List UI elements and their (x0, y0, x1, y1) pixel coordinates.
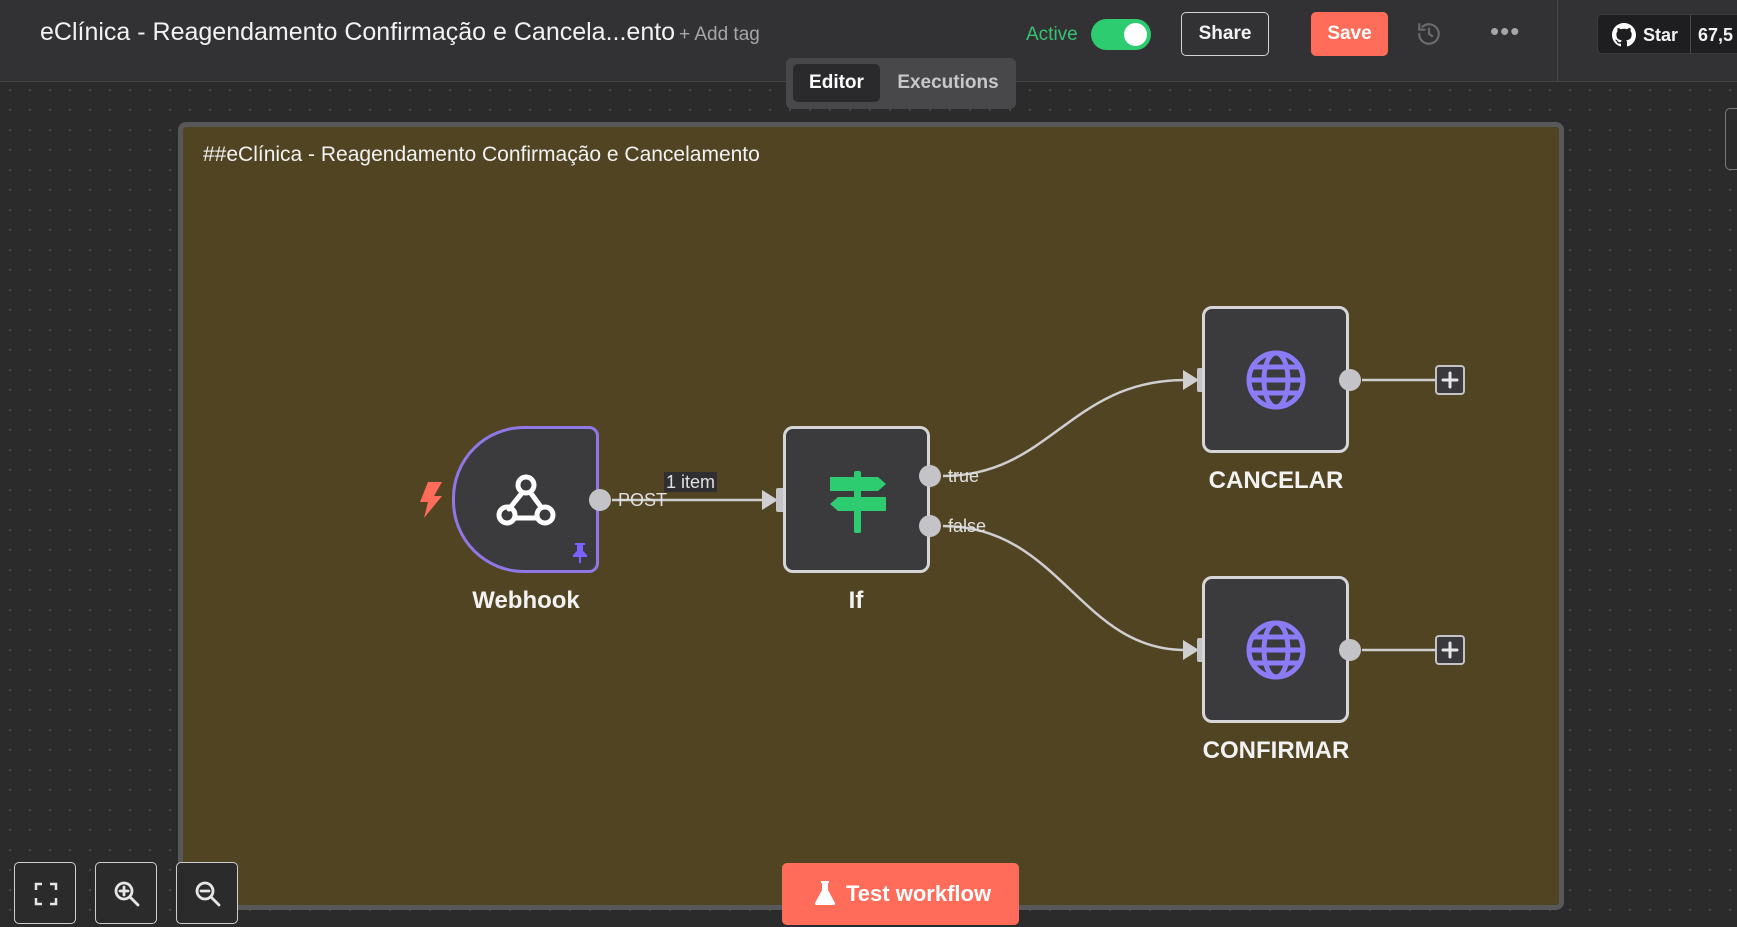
fit-view-button[interactable] (14, 862, 76, 924)
webhook-node[interactable] (452, 426, 599, 573)
divider (1690, 15, 1691, 53)
divider (1557, 0, 1558, 82)
zoom-in-button[interactable] (95, 862, 157, 924)
github-icon (1612, 23, 1636, 47)
if-true-label: true (948, 466, 980, 486)
node-name-confirmar: CONFIRMAR (1202, 737, 1350, 764)
signpost-icon (830, 471, 886, 533)
confirmar-output-handle[interactable] (1339, 639, 1361, 661)
toggle-knob (1124, 23, 1147, 46)
if-node[interactable] (783, 426, 930, 573)
node-name-webhook: Webhook (472, 587, 580, 614)
confirmar-node[interactable] (1202, 576, 1349, 723)
trigger-bolt-icon (420, 482, 442, 518)
github-star-label: Star (1643, 25, 1679, 45)
github-star-count: 67,5 (1698, 25, 1734, 45)
if-true-output-handle[interactable] (919, 465, 941, 487)
node-name-cancelar: CANCELAR (1208, 467, 1344, 494)
if-input-handle[interactable] (776, 488, 786, 512)
node-name-if: If (848, 587, 864, 614)
zoom-out-button[interactable] (176, 862, 238, 924)
tab-editor[interactable]: Editor (793, 64, 880, 102)
side-panel-handle[interactable] (1725, 108, 1737, 170)
webhook-output-label: POST (618, 490, 668, 510)
items-count-label: 1 item (664, 472, 718, 492)
tab-executions[interactable]: Executions (897, 72, 999, 93)
if-false-label: false (948, 516, 987, 536)
workflow-title[interactable]: eClínica - Reagendamento Confirmação e C… (40, 18, 676, 46)
share-button[interactable]: Share (1181, 12, 1269, 56)
plus-icon (1441, 641, 1459, 659)
globe-icon (1246, 350, 1306, 410)
test-workflow-label: Test workflow (846, 881, 992, 906)
view-tabs: Editor Executions (786, 58, 1016, 109)
globe-icon (1246, 620, 1306, 680)
add-tag-button[interactable]: + Add tag (679, 24, 760, 45)
zoom-in-icon (114, 881, 140, 907)
zoom-out-icon (195, 881, 221, 907)
add-node-button[interactable] (1435, 635, 1465, 665)
active-toggle[interactable] (1091, 19, 1151, 50)
sticky-note-text: ##eClínica - Reagendamento Confirmação e… (203, 143, 760, 166)
more-options-icon[interactable]: ••• (1490, 16, 1521, 46)
plus-icon (1441, 371, 1459, 389)
cancelar-output-handle[interactable] (1339, 369, 1361, 391)
webhook-output-handle[interactable] (589, 489, 611, 511)
test-workflow-button[interactable]: Test workflow (782, 863, 1019, 925)
history-icon[interactable] (1416, 21, 1442, 47)
flask-icon (814, 881, 836, 905)
pin-icon (573, 543, 587, 563)
add-node-button[interactable] (1435, 365, 1465, 395)
save-button[interactable]: Save (1311, 12, 1388, 56)
fullscreen-icon (34, 882, 58, 906)
cancelar-node[interactable] (1202, 306, 1349, 453)
active-label: Active (1026, 24, 1078, 45)
github-star-button[interactable]: Star 67,5 (1597, 14, 1737, 54)
webhook-icon (496, 474, 556, 526)
if-false-output-handle[interactable] (919, 515, 941, 537)
